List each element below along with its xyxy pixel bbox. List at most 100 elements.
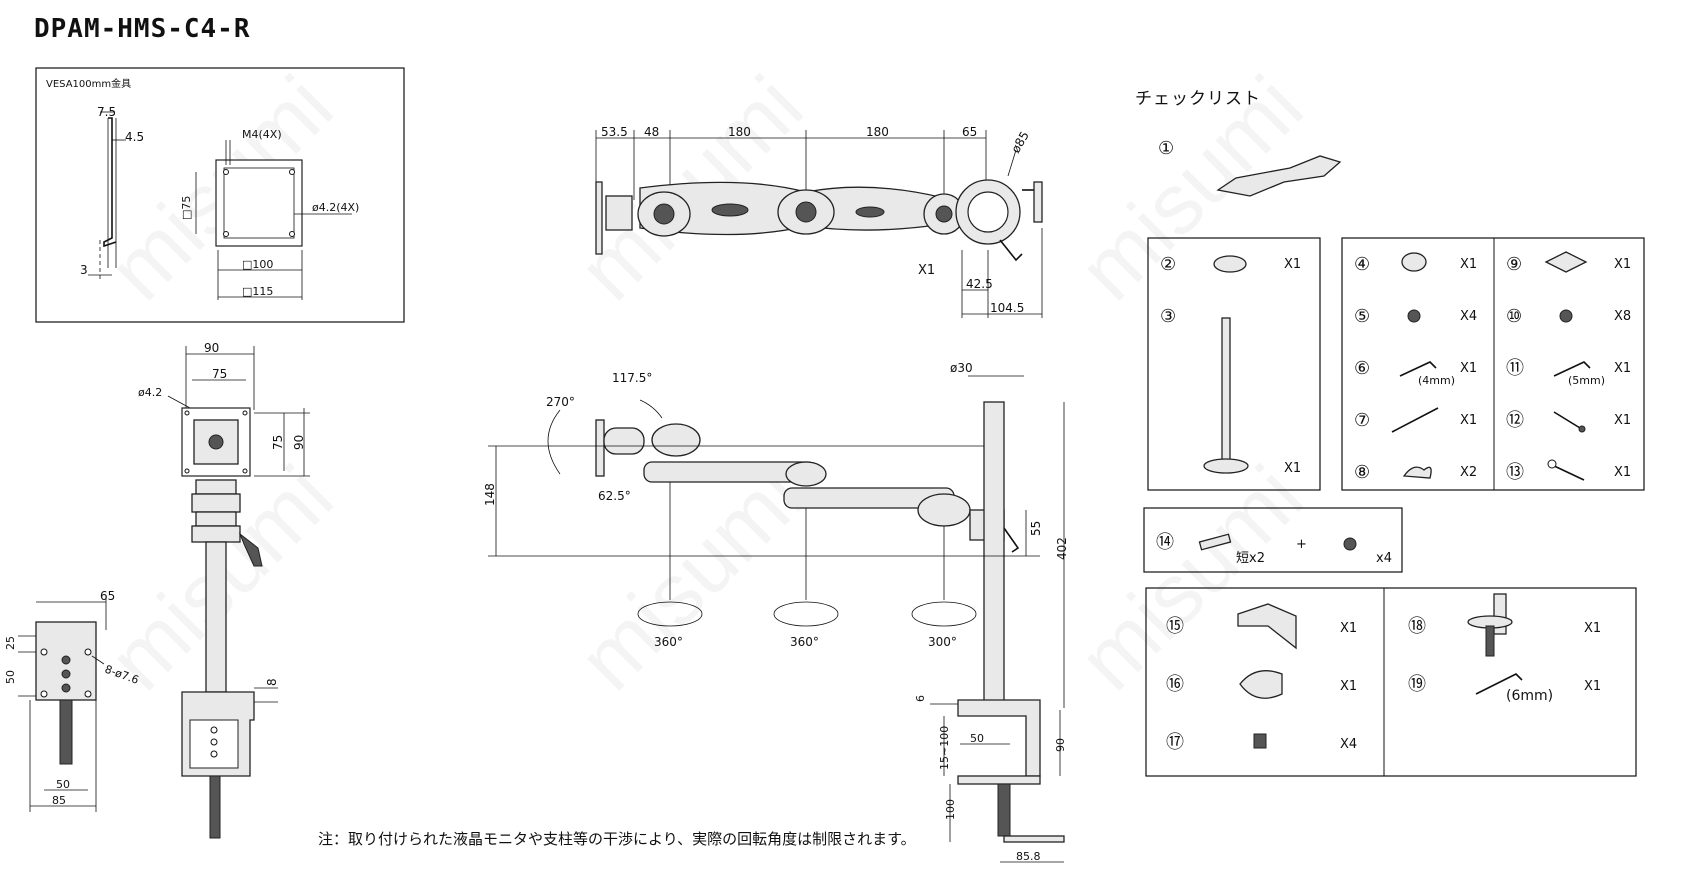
- item-14-short: 短x2: [1236, 551, 1265, 566]
- dim-402: 402: [1055, 537, 1069, 560]
- dim-100: 100: [944, 799, 957, 820]
- dim-15-100: 15~100: [938, 726, 951, 770]
- dim-3: 3: [80, 263, 88, 277]
- vesa-label: VESA100mm金具: [46, 77, 131, 90]
- arm-top-view: 53.5 48 180 180 65 ø85 X1 42.5 104.5: [595, 125, 1043, 318]
- rot-360-a: 360°: [654, 635, 683, 649]
- item-5-icon: [1407, 309, 1421, 323]
- item-17-qty: X4: [1340, 737, 1357, 752]
- dim-sq75: □75: [180, 196, 193, 220]
- dim-42-5: 42.5: [966, 277, 993, 291]
- dim-90-side: 90: [292, 435, 306, 450]
- dim-90-main: 90: [1054, 738, 1067, 752]
- dim-180-a: 180: [728, 125, 751, 139]
- angle-270: 270°: [546, 395, 575, 409]
- item-3-icon: [1221, 317, 1231, 465]
- item-16-icon: [1239, 670, 1283, 699]
- item-16-qty: X1: [1340, 679, 1357, 694]
- item-8-qty: X2: [1460, 465, 1477, 480]
- dim-7-5: 7.5: [97, 105, 116, 119]
- dim-25: 25: [4, 636, 17, 650]
- rotation-note: 注：取り付けられた液晶モニタや支柱等の干渉により、実際の回転角度は制限されます。: [318, 830, 916, 848]
- item-11-qty: X1: [1614, 361, 1631, 376]
- dim-8: 8: [265, 678, 279, 686]
- item-8-icon: [1402, 466, 1432, 479]
- checklist: ① ② X1 ③ X1 ④ X1 ⑤ X4 ⑥ (4mm) X1 ⑦ X1 ⑧ …: [1143, 138, 1645, 777]
- dim-55: 55: [1029, 521, 1043, 536]
- dim-sq100: □100: [242, 258, 273, 271]
- item-14-num: ⑭: [1156, 532, 1174, 553]
- item-19-num: ⑲: [1408, 674, 1426, 695]
- item-4-qty: X1: [1460, 257, 1477, 272]
- dim-50-main: 50: [970, 732, 984, 745]
- item-12-num: ⑫: [1506, 410, 1524, 431]
- item-2-num: ②: [1160, 254, 1176, 275]
- dim-148: 148: [483, 483, 497, 506]
- item-13-icon: [1549, 463, 1585, 481]
- item-14-qty: x4: [1376, 551, 1392, 566]
- item-15-qty: X1: [1340, 621, 1357, 636]
- item-9-icon: [1544, 251, 1588, 273]
- item-6-num: ⑥: [1354, 358, 1370, 379]
- clamp-bottom-view: 65 25 50 8-ø7.6 50 85: [4, 589, 141, 812]
- dim-6: 6: [914, 695, 927, 702]
- dim-104-5: 104.5: [990, 301, 1024, 315]
- item-7-icon: [1391, 407, 1439, 433]
- item-19-icon: [1475, 673, 1523, 695]
- dim-x1: X1: [918, 263, 935, 278]
- dim-d85: ø85: [1008, 129, 1031, 156]
- item-11-sub: (5mm): [1568, 374, 1605, 387]
- item-11-icon: [1553, 361, 1591, 377]
- item-15-num: ⑮: [1166, 616, 1184, 637]
- dim-50-bottom: 50: [56, 778, 70, 791]
- dim-hole: ø4.2(4X): [312, 201, 359, 214]
- dim-4-5: 4.5: [125, 130, 144, 144]
- item-4-num: ④: [1354, 254, 1370, 275]
- dim-75-top: 75: [212, 367, 227, 381]
- item-1-icon: [1216, 155, 1342, 197]
- dim-180-b: 180: [866, 125, 889, 139]
- item-2-qty: X1: [1284, 257, 1301, 272]
- item-9-qty: X1: [1614, 257, 1631, 272]
- item-10-qty: X8: [1614, 309, 1631, 324]
- pole-front-view: 90 75 ø4.2 75 90 8: [138, 341, 310, 839]
- item-19-qty: X1: [1584, 679, 1601, 694]
- item-6-qty: X1: [1460, 361, 1477, 376]
- item-16-num: ⑯: [1166, 674, 1184, 695]
- dim-48: 48: [644, 125, 659, 139]
- item-9-num: ⑨: [1506, 254, 1522, 275]
- item-18-qty: X1: [1584, 621, 1601, 636]
- arm-side-view: 117.5° 270° 62.5° ø30 148 55 402 360°: [483, 361, 1069, 863]
- item-10-num: ⑩: [1506, 306, 1522, 327]
- item-5-qty: X4: [1460, 309, 1477, 324]
- item-15-icon: [1237, 603, 1297, 650]
- angle-62-5: 62.5°: [598, 489, 631, 503]
- item-17-icon: [1253, 733, 1267, 749]
- rot-300: 300°: [928, 635, 957, 649]
- item-17-num: ⑰: [1166, 732, 1184, 753]
- item-7-qty: X1: [1460, 413, 1477, 428]
- item-12-qty: X1: [1614, 413, 1631, 428]
- rot-360-b: 360°: [790, 635, 819, 649]
- dim-85-8: 85.8: [1016, 850, 1041, 863]
- dim-sq115: □115: [242, 285, 273, 298]
- item-8-num: ⑧: [1354, 462, 1370, 483]
- item-11-num: ⑪: [1506, 358, 1524, 379]
- item-14-plus: +: [1296, 537, 1307, 552]
- item-6-icon: [1399, 361, 1437, 377]
- dim-50-clamp: 50: [4, 670, 17, 684]
- checklist-title: チェックリスト: [1135, 89, 1261, 109]
- item-19-sub: (6mm): [1506, 688, 1553, 704]
- item-6-sub: (4mm): [1418, 374, 1455, 387]
- item-5-num: ⑤: [1354, 306, 1370, 327]
- angle-117-5: 117.5°: [612, 371, 652, 385]
- item-13-qty: X1: [1614, 465, 1631, 480]
- vesa-bracket-view: VESA100mm金具 7.5 4.5 3 M4(4X) □75 ø4.2(4X…: [35, 67, 405, 323]
- item-14-icon: [1198, 533, 1232, 551]
- dim-m4: M4(4X): [242, 128, 282, 141]
- item-13-num: ⑬: [1506, 462, 1524, 483]
- item-10-icon: [1559, 309, 1573, 323]
- dim-75-side: 75: [271, 435, 285, 450]
- item-7-num: ⑦: [1354, 410, 1370, 431]
